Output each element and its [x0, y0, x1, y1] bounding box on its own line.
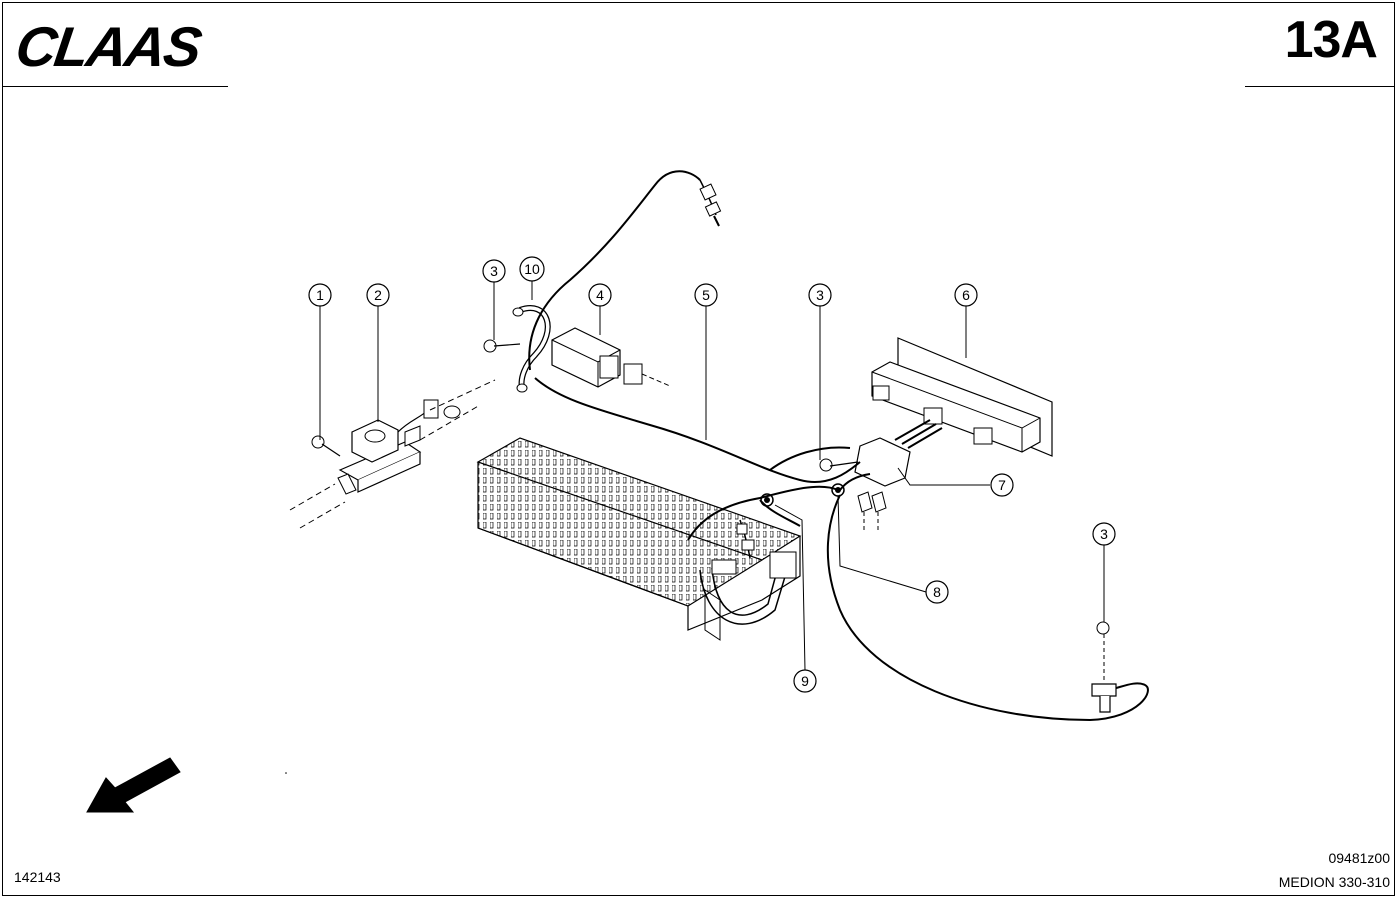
- callout-4: 4: [588, 283, 612, 307]
- callout-8-label: 8: [933, 584, 941, 600]
- arrow-down-left-icon: [86, 757, 181, 813]
- callout-3c: 3: [1092, 522, 1116, 546]
- callout-7-label: 7: [998, 477, 1006, 493]
- callout-10-label: 10: [524, 261, 540, 277]
- callout-3c-label: 3: [1100, 526, 1108, 542]
- callout-3a-label: 3: [490, 263, 498, 279]
- callout-4-label: 4: [596, 287, 604, 303]
- logo-rule: [2, 86, 228, 87]
- callout-9: 9: [793, 669, 817, 693]
- callout-9-label: 9: [801, 673, 809, 689]
- callout-6: 6: [954, 283, 978, 307]
- hose-and-relay: [483, 305, 671, 393]
- temperature-sensor-duct: [1091, 621, 1117, 713]
- callout-1: 1: [308, 283, 332, 307]
- leader-lines: [319, 280, 1105, 671]
- callout-3a: 3: [482, 259, 506, 283]
- page-code: 13A: [1284, 11, 1378, 69]
- brand-logo: CLAAS: [16, 22, 205, 70]
- callout-10: 10: [519, 256, 545, 282]
- callout-3b-label: 3: [816, 287, 824, 303]
- evaporator-core: [476, 437, 802, 641]
- document-number: 142143: [14, 869, 61, 885]
- callout-5-label: 5: [702, 287, 710, 303]
- callout-5: 5: [694, 283, 718, 307]
- callout-3b: 3: [808, 283, 832, 307]
- control-panel: [871, 337, 1053, 457]
- solenoid-valve: [289, 379, 496, 529]
- callout-2: 2: [366, 283, 390, 307]
- brand-logo-text: CLAAS: [16, 22, 205, 70]
- callout-2-label: 2: [374, 287, 382, 303]
- callout-7: 7: [990, 473, 1014, 497]
- callout-1-label: 1: [316, 287, 324, 303]
- temperature-sensor-evaporator: [736, 519, 755, 559]
- wiring-harness: [528, 170, 1149, 722]
- callout-6-label: 6: [962, 287, 970, 303]
- page-code-rule: [1245, 86, 1395, 87]
- drawing-id: 09481z00: [1328, 850, 1390, 866]
- callout-8: 8: [925, 580, 949, 604]
- temperature-sensor-top: [699, 179, 722, 227]
- model-name: MEDION 330-310: [1278, 874, 1390, 890]
